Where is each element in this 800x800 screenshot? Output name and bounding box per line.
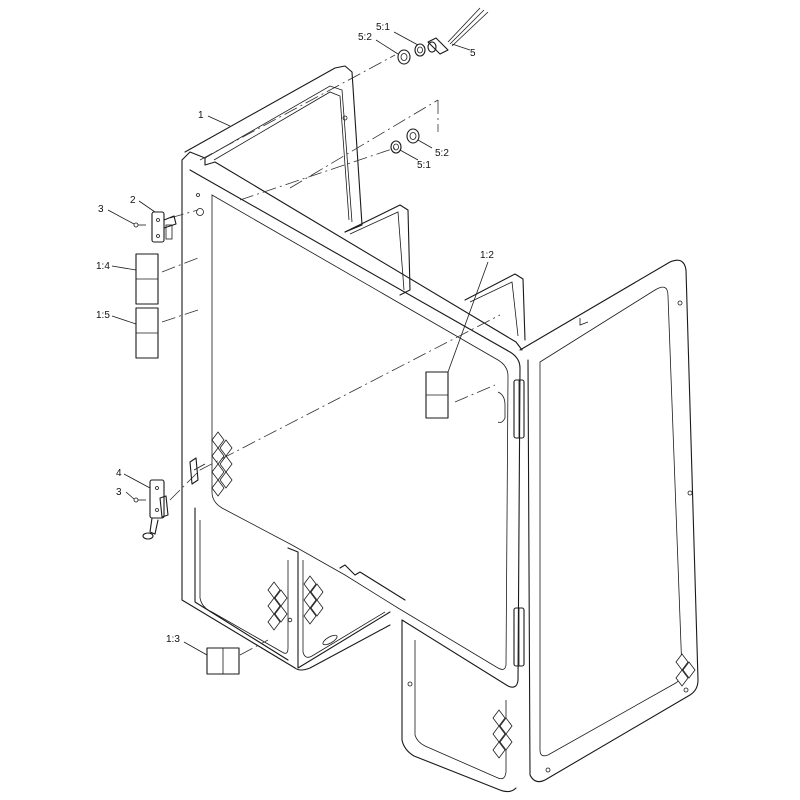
- callout-2: 2: [130, 195, 136, 206]
- callout-1: 1: [198, 110, 204, 121]
- leader-lines: [107, 31, 489, 656]
- callout-5-1-bottom: 5:1: [417, 160, 431, 171]
- assembly-centerlines: [161, 54, 501, 656]
- part-3-screw-upper: [133, 222, 146, 228]
- part-5-switch-sensor: [427, 7, 489, 55]
- tread-pattern-right: [492, 653, 696, 759]
- part-2-upper-latch: [151, 211, 177, 243]
- lower-base: [294, 619, 517, 793]
- part-5-2-washer-top: [397, 49, 411, 65]
- middle-partition: [344, 204, 526, 341]
- callout-5-2-top: 5:2: [358, 32, 372, 43]
- part-5-1-washer-top: [414, 43, 426, 57]
- callout-labels: 1 1:2 1:3 1:4 1:5 2 3 3 4 5 5:1 5:2 5:1 …: [96, 22, 494, 645]
- callout-3-upper: 3: [98, 204, 104, 215]
- decal-1-3: [206, 647, 240, 675]
- callout-1-3: 1:3: [166, 634, 180, 645]
- tread-pattern-left: [211, 431, 233, 497]
- callout-5: 5: [470, 48, 476, 59]
- callout-4: 4: [116, 468, 122, 479]
- callout-1-2: 1:2: [480, 250, 494, 261]
- decal-1-4: [135, 253, 159, 305]
- right-side-door: [513, 259, 699, 783]
- part-4-lower-latch: [142, 457, 206, 540]
- callout-3-lower: 3: [116, 487, 122, 498]
- decal-1-2: [425, 371, 449, 419]
- callout-1-5: 1:5: [96, 310, 110, 321]
- front-door-panel: [181, 151, 523, 688]
- callout-5-2-bottom: 5:2: [435, 148, 449, 159]
- tread-pattern-center: [267, 575, 324, 631]
- callout-1-4: 1:4: [96, 261, 110, 272]
- decal-1-5: [135, 307, 159, 359]
- callout-5-1-top: 5:1: [376, 22, 390, 33]
- rear-panel: [184, 65, 363, 233]
- part-3-screw-lower: [133, 497, 146, 503]
- part-5-1-washer-bottom: [390, 140, 402, 154]
- part-5-2-washer-bottom: [406, 128, 420, 144]
